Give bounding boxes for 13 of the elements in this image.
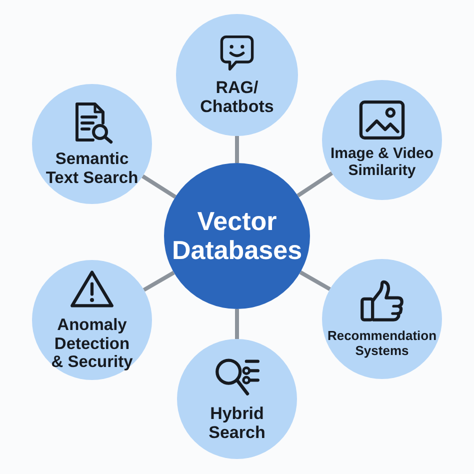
connector-line xyxy=(235,136,239,163)
node-label: Hybrid Search xyxy=(208,404,266,442)
connector-line xyxy=(235,309,239,339)
node-label: Image & Video Similarity xyxy=(329,146,435,180)
node-label: Recommendation Systems xyxy=(326,329,438,359)
connector-line xyxy=(142,174,176,199)
connector-line xyxy=(299,270,331,291)
node-label: Semantic Text Search xyxy=(44,150,140,188)
node-label: RAG/ Chatbots xyxy=(199,78,275,116)
connector-line xyxy=(142,270,175,292)
node-label: Vector Databases xyxy=(170,206,304,266)
node-label: Anomaly Detection & Security xyxy=(50,316,134,372)
connector-line xyxy=(296,171,334,198)
